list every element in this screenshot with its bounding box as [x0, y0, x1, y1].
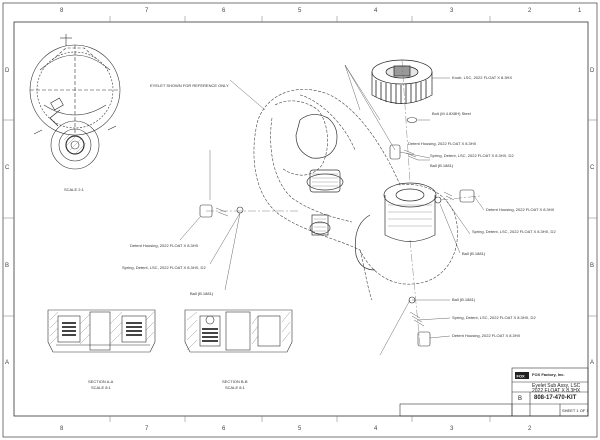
knob-knurl: [375, 80, 427, 104]
section-b-hatch: [186, 311, 291, 351]
zone-side-c-right: C: [590, 165, 595, 171]
spring-detent-label-4: Spring, Detent, LSC, 2022 FLOAT X 8.3HX,…: [452, 315, 536, 320]
eyelet-body-solid: [295, 114, 437, 271]
detent-housing-label-1: Detent Housing, 2022 FLOAT X 8.3HX: [408, 141, 477, 146]
ball-label-3: Ball (B.1881): [462, 251, 486, 256]
zone-bottom-3: 3: [450, 426, 454, 432]
zone-side-a-right: A: [590, 360, 595, 366]
knob-label: Knob, LSC, 2022 FLOAT X 8.3HX: [452, 75, 513, 80]
zone-top-5: 5: [298, 8, 302, 14]
spring-detent-label-1: Spring, Detent, LSC, 2022 FLOAT X 8.3HX,…: [430, 153, 514, 158]
zone-side-b-right: B: [590, 263, 595, 269]
inner-border: [13, 21, 589, 417]
zone-side-c: C: [5, 165, 10, 171]
section-b-scale: SCALE 8:1: [225, 385, 245, 390]
section-b-drawing: [184, 309, 293, 353]
bolt-label: Bolt (M 4.8X8H) Steel: [432, 111, 471, 116]
zone-bottom-7: 7: [145, 426, 149, 432]
title-block-frame: [399, 367, 589, 417]
sheet-number: SHEET 1 OF 1: [562, 408, 589, 413]
eyelet-note-label: EYELET SHOWN FOR REFERENCE ONLY: [150, 83, 229, 88]
ball-label-2: Ball (B.1881): [190, 291, 214, 296]
spring-detent-label-3: Spring, Detent, LSC, 2022 FLOAT X 8.3HX,…: [472, 229, 556, 234]
zone-top-8: 8: [60, 8, 64, 14]
zone-bottom-5: 5: [298, 426, 302, 432]
section-b-springs: [202, 328, 218, 342]
section-a-hatch: [49, 311, 155, 345]
spring-detent-label-2: Spring, Detent, LSC, 2022 FLOAT X 8.3HX,…: [122, 265, 206, 270]
eyelet-body-threads: [312, 173, 432, 232]
ball-label-4: Ball (B.1881): [452, 297, 476, 302]
zone-top-2: 2: [528, 8, 532, 14]
section-a-springs: [62, 322, 142, 336]
zone-bottom-6: 6: [222, 426, 226, 432]
detent-housing-label-3: Detent Housing, 2022 FLOAT X 8.3HX: [486, 207, 555, 212]
scale-view-drawing: [29, 34, 121, 170]
zone-bottom-8: 8: [60, 426, 64, 432]
title-line-1: Eyelet Sub Assy, LSC: [532, 383, 581, 389]
fox-logo-text: FOX: [517, 374, 526, 379]
detent-housing-label-2: Detent Housing, 2022 FLOAT X 8.3HX: [130, 243, 199, 248]
section-a-label: SECTION A-A: [88, 379, 114, 384]
fox-logo: [515, 372, 529, 379]
zone-side-a: A: [5, 360, 10, 366]
zone-ticks: [3, 16, 597, 422]
zone-top-7: 7: [145, 8, 149, 14]
zone-side-d: D: [5, 68, 10, 74]
scale-view-hatch: [63, 133, 87, 154]
zone-top-6: 6: [222, 8, 226, 14]
knob-drawing: [371, 59, 433, 104]
zone-top-3: 3: [450, 8, 454, 14]
title-line-2: 2022 FLOAT X 8.3HX: [532, 388, 581, 394]
scale-view-label: SCALE 2:1: [64, 187, 84, 192]
part-number: 808-17-470-KIT: [534, 395, 577, 401]
sheet-size: B: [518, 396, 523, 402]
section-a-scale: SCALE 8:1: [91, 385, 111, 390]
section-a-drawing: [47, 309, 156, 353]
svg-text:FOX: FOX: [517, 374, 526, 379]
zone-bottom-2: 2: [528, 426, 532, 432]
detent-housing-label-4: Detent Housing, 2022 FLOAT X 8.3HX: [452, 333, 521, 338]
leader-lines: [179, 64, 485, 356]
zone-top-4: 4: [374, 8, 378, 14]
ball-label-1: Ball (B.1881): [430, 163, 454, 168]
company-name: FOX Factory, Inc.: [532, 372, 565, 377]
section-b-label: SECTION B-B: [222, 379, 248, 384]
zone-side-d-right: D: [590, 68, 595, 74]
eyelet-body-outline: [253, 89, 458, 301]
zone-side-b: B: [5, 263, 10, 269]
center-lines: [206, 59, 481, 346]
zone-bottom-4: 4: [374, 426, 378, 432]
zone-top-1: 1: [578, 8, 582, 14]
